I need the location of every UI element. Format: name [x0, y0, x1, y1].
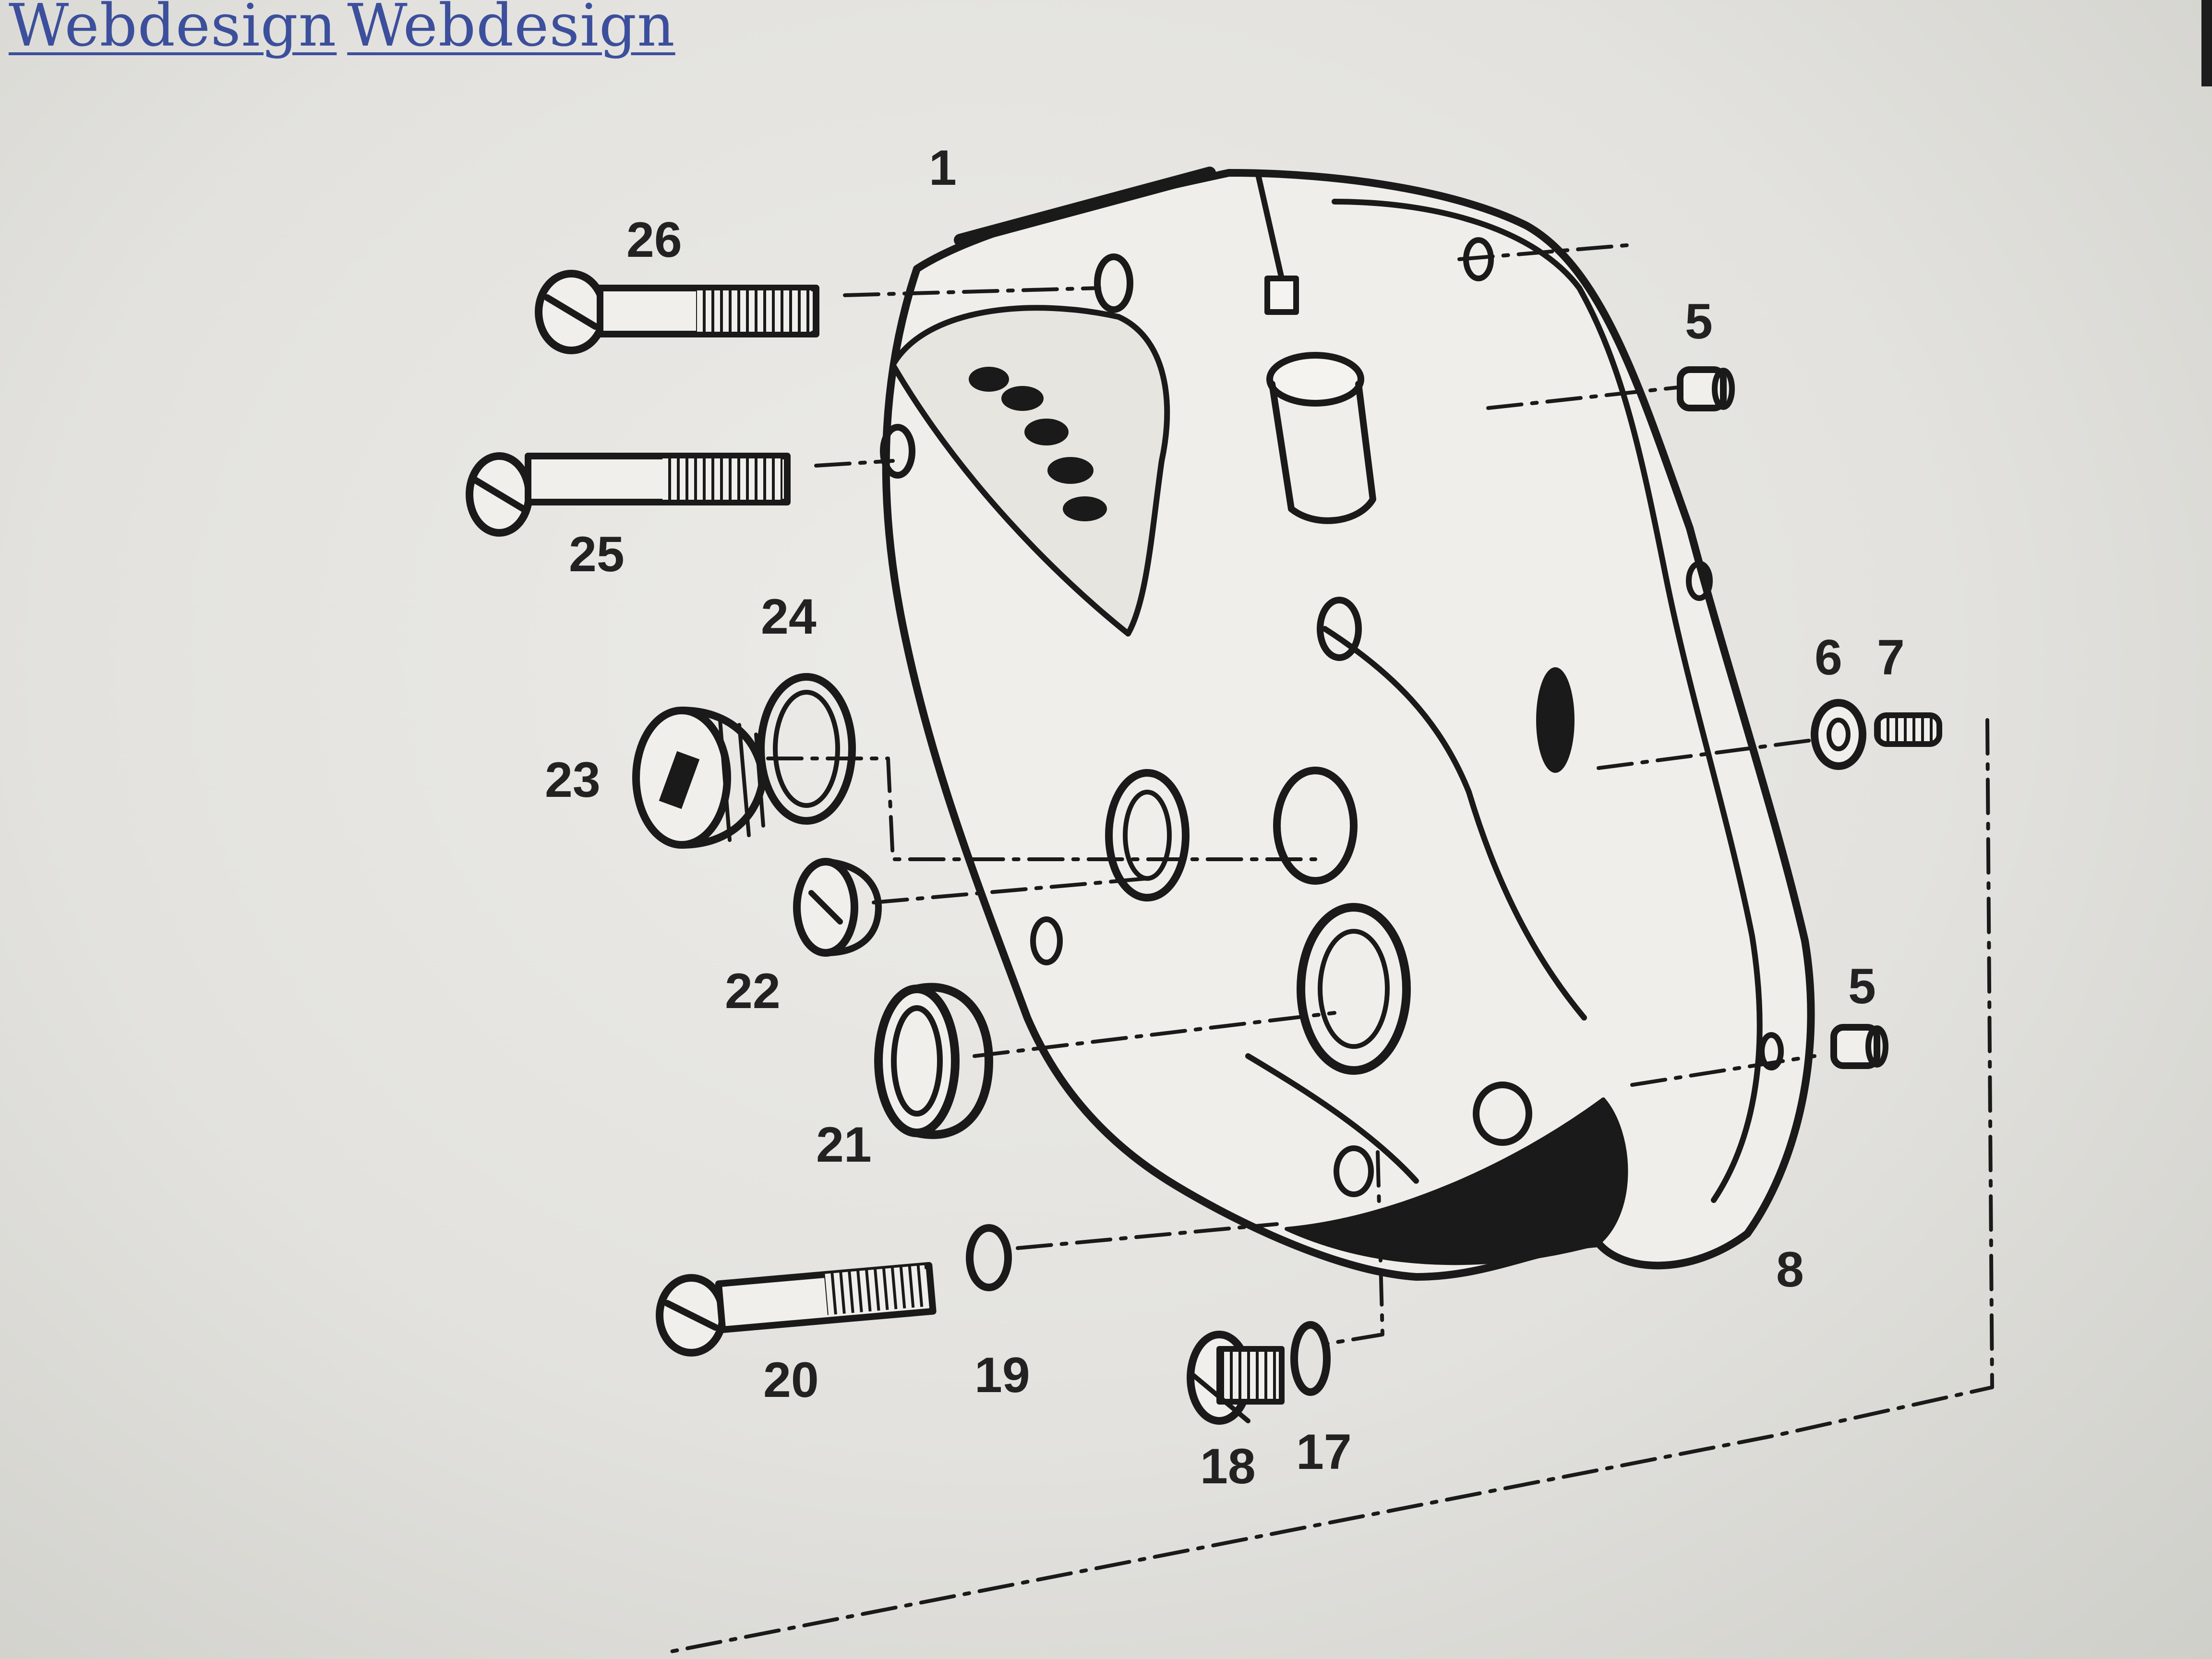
seal-21 [874, 983, 993, 1139]
callout-8: 8 [1776, 1242, 1804, 1298]
bolt-26 [535, 270, 819, 354]
callout-19: 19 [974, 1347, 1030, 1403]
gearbox-cover [880, 167, 1815, 1281]
plug-22 [793, 858, 882, 957]
webdesign-link-2[interactable]: Webdesign [347, 0, 675, 60]
callout-6: 6 [1815, 630, 1842, 685]
sleeve-5-top [1677, 366, 1735, 411]
stud-7 [1874, 712, 1942, 747]
callout-7: 7 [1877, 630, 1905, 685]
washer-17 [1290, 1321, 1331, 1396]
monitor-bezel [2201, 0, 2212, 86]
plug-23 [632, 707, 767, 849]
callout-5-lower: 5 [1848, 959, 1876, 1014]
washer-19 [966, 1224, 1012, 1291]
assembly-lines [670, 243, 1994, 1653]
bolt-25 [466, 452, 791, 537]
callout-21: 21 [816, 1117, 872, 1173]
gasket-24 [757, 673, 856, 825]
callout-5-top: 5 [1685, 294, 1713, 349]
callout-25: 25 [569, 527, 625, 582]
callout-20: 20 [763, 1352, 819, 1408]
nut-6 [1811, 699, 1866, 770]
callout-labels: 1 5 5 6 7 8 17 18 19 20 21 22 23 24 25 2… [545, 140, 1905, 1494]
webdesign-link-1[interactable]: Webdesign [9, 0, 337, 60]
callout-1: 1 [929, 140, 957, 196]
callout-17: 17 [1296, 1424, 1352, 1480]
callout-22: 22 [725, 963, 781, 1019]
callout-24: 24 [761, 589, 817, 645]
callout-26: 26 [626, 212, 682, 268]
callout-23: 23 [545, 752, 601, 808]
drain-plug-18 [1187, 1331, 1285, 1425]
logo-emblem [969, 367, 1107, 521]
sleeve-5-lower [1830, 1024, 1888, 1069]
bolt-20 [656, 1262, 937, 1357]
callout-18: 18 [1200, 1439, 1256, 1494]
